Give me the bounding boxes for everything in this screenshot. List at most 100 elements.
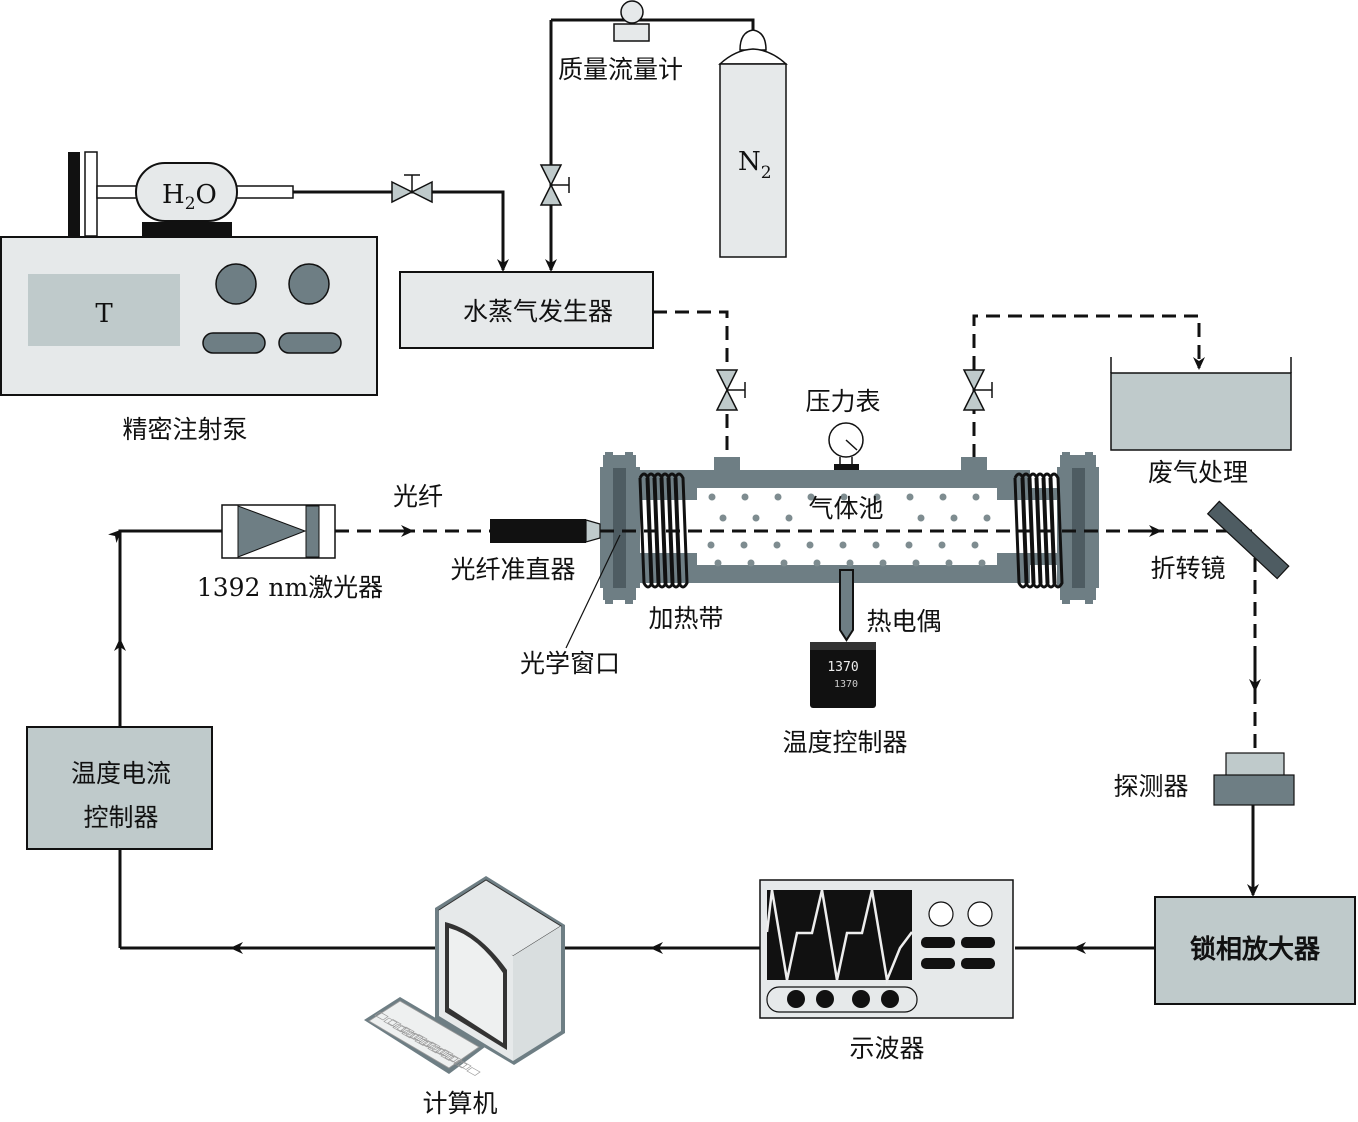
tec-controller-label-2: 控制器 (83, 803, 158, 832)
gas-molecule (785, 514, 793, 522)
fiber-label: 光纤 (393, 482, 443, 511)
thermocouple-label: 热电偶 (866, 607, 941, 636)
temperature-controller-icon[interactable]: 1370 1370 (810, 642, 876, 708)
mass-flow-meter-icon[interactable] (613, 0, 650, 42)
valve-icon[interactable] (715, 369, 746, 411)
gas-molecule (879, 559, 887, 567)
plunger-rod (96, 185, 138, 199)
fiber-collimator-icon[interactable] (490, 519, 601, 543)
mirror-icon (1206, 500, 1290, 580)
keyboard-key (383, 1017, 398, 1027)
keyboard-key (396, 1025, 411, 1034)
pump-knob-1[interactable] (215, 263, 257, 305)
gas-molecule (978, 559, 986, 567)
pump-display-text: T (95, 299, 113, 329)
keyboard-key (387, 1019, 402, 1028)
gas-molecule (972, 493, 980, 501)
optical-window-pointer (565, 534, 621, 649)
keyboard-key (400, 1026, 415, 1036)
pump-knob-2[interactable] (288, 263, 330, 305)
optical-window-left (613, 468, 626, 588)
water-label: H2O (162, 180, 217, 214)
gas-molecule (813, 559, 821, 567)
exhaust-tank-icon (1110, 357, 1292, 451)
keyboard-key (374, 1011, 389, 1021)
oscilloscope-label: 示波器 (849, 1034, 924, 1063)
heating-coil-icon (638, 472, 689, 589)
gas-molecule (945, 559, 953, 567)
keyboard-key (409, 1032, 424, 1042)
computer-icon[interactable] (435, 876, 565, 1065)
keyboard-key (431, 1046, 446, 1055)
keyboard-key (414, 1037, 429, 1046)
thermocouple-icon (839, 569, 854, 642)
gas-molecule (839, 541, 847, 549)
gas-molecule (846, 559, 854, 567)
gas-molecule (840, 493, 848, 501)
gas-molecules (707, 493, 991, 567)
pump-button-1[interactable] (202, 332, 266, 354)
temp-controller-label: 温度控制器 (782, 728, 907, 757)
heating-coil-icon (1013, 472, 1064, 589)
keyboard-key (448, 1055, 463, 1064)
keyboard-key (426, 1041, 441, 1051)
oscilloscope-icon[interactable] (759, 879, 1014, 1019)
keyboard-key (422, 1040, 437, 1049)
keyboard-key (444, 1053, 459, 1063)
plunger-plate (68, 152, 80, 236)
gas-cell-label: 气体池 (808, 494, 883, 523)
lockin-amplifier[interactable]: 锁相放大器 (1154, 896, 1356, 1005)
gas-molecule (950, 514, 958, 522)
gas-molecule (707, 541, 715, 549)
gas-molecule (873, 493, 881, 501)
collimator-label: 光纤准直器 (450, 555, 575, 584)
laser-label: 1392 nm激光器 (197, 573, 383, 602)
gas-molecule (971, 541, 979, 549)
pressure-gauge-icon[interactable] (828, 422, 864, 470)
keyboard-key (427, 1044, 442, 1054)
keyboard-key (453, 1059, 468, 1069)
keyboard-key (466, 1067, 481, 1076)
keyboard-key (418, 1038, 433, 1048)
gas-molecule (752, 514, 760, 522)
mass-flow-meter-label: 质量流量计 (558, 55, 683, 84)
optical-window-label: 光学窗口 (520, 649, 620, 678)
keyboard-key (401, 1029, 416, 1039)
valve-icon[interactable] (962, 369, 993, 411)
tec-controller-label-1: 温度电流 (71, 759, 171, 788)
coil-winding (638, 472, 689, 589)
keyboard-key (413, 1034, 428, 1043)
mirror-label: 折转镜 (1150, 554, 1225, 583)
gas-molecule (983, 514, 991, 522)
syringe-pump: T H2O 精密注射泵 (0, 151, 378, 444)
syringe-needle-hub (235, 185, 294, 199)
steam-inlet-line (653, 310, 729, 458)
keyboard-key (435, 1047, 450, 1057)
gas-molecule (708, 493, 716, 501)
pump-display (28, 274, 180, 346)
valve-icon[interactable] (539, 164, 570, 206)
keyboard-key (440, 1052, 455, 1061)
gas-molecule (917, 514, 925, 522)
optical-window-right (1072, 468, 1085, 588)
gas-molecule (774, 493, 782, 501)
laser-diode-icon[interactable] (221, 504, 336, 559)
valve-icon[interactable] (391, 174, 433, 204)
gas-molecule (719, 514, 727, 522)
pump-button-2[interactable] (278, 332, 342, 354)
computer-label: 计算机 (422, 1089, 497, 1118)
svg-text:1370: 1370 (834, 679, 858, 690)
plunger-flange (84, 151, 98, 237)
n2-line-top (551, 18, 755, 40)
steam-generator-label: 水蒸气发生器 (463, 297, 613, 326)
tec-controller[interactable]: 温度电流 控制器 (26, 726, 213, 850)
steam-generator: 水蒸气发生器 (399, 271, 654, 349)
syringe-icon (135, 162, 238, 222)
nitrogen-label: N2 (738, 147, 772, 183)
water-line (293, 190, 509, 272)
detector-icon[interactable] (1213, 752, 1295, 806)
gas-molecule (939, 493, 947, 501)
gas-molecule (906, 493, 914, 501)
gas-molecule (872, 541, 880, 549)
keyboard-icon[interactable] (364, 997, 485, 1076)
